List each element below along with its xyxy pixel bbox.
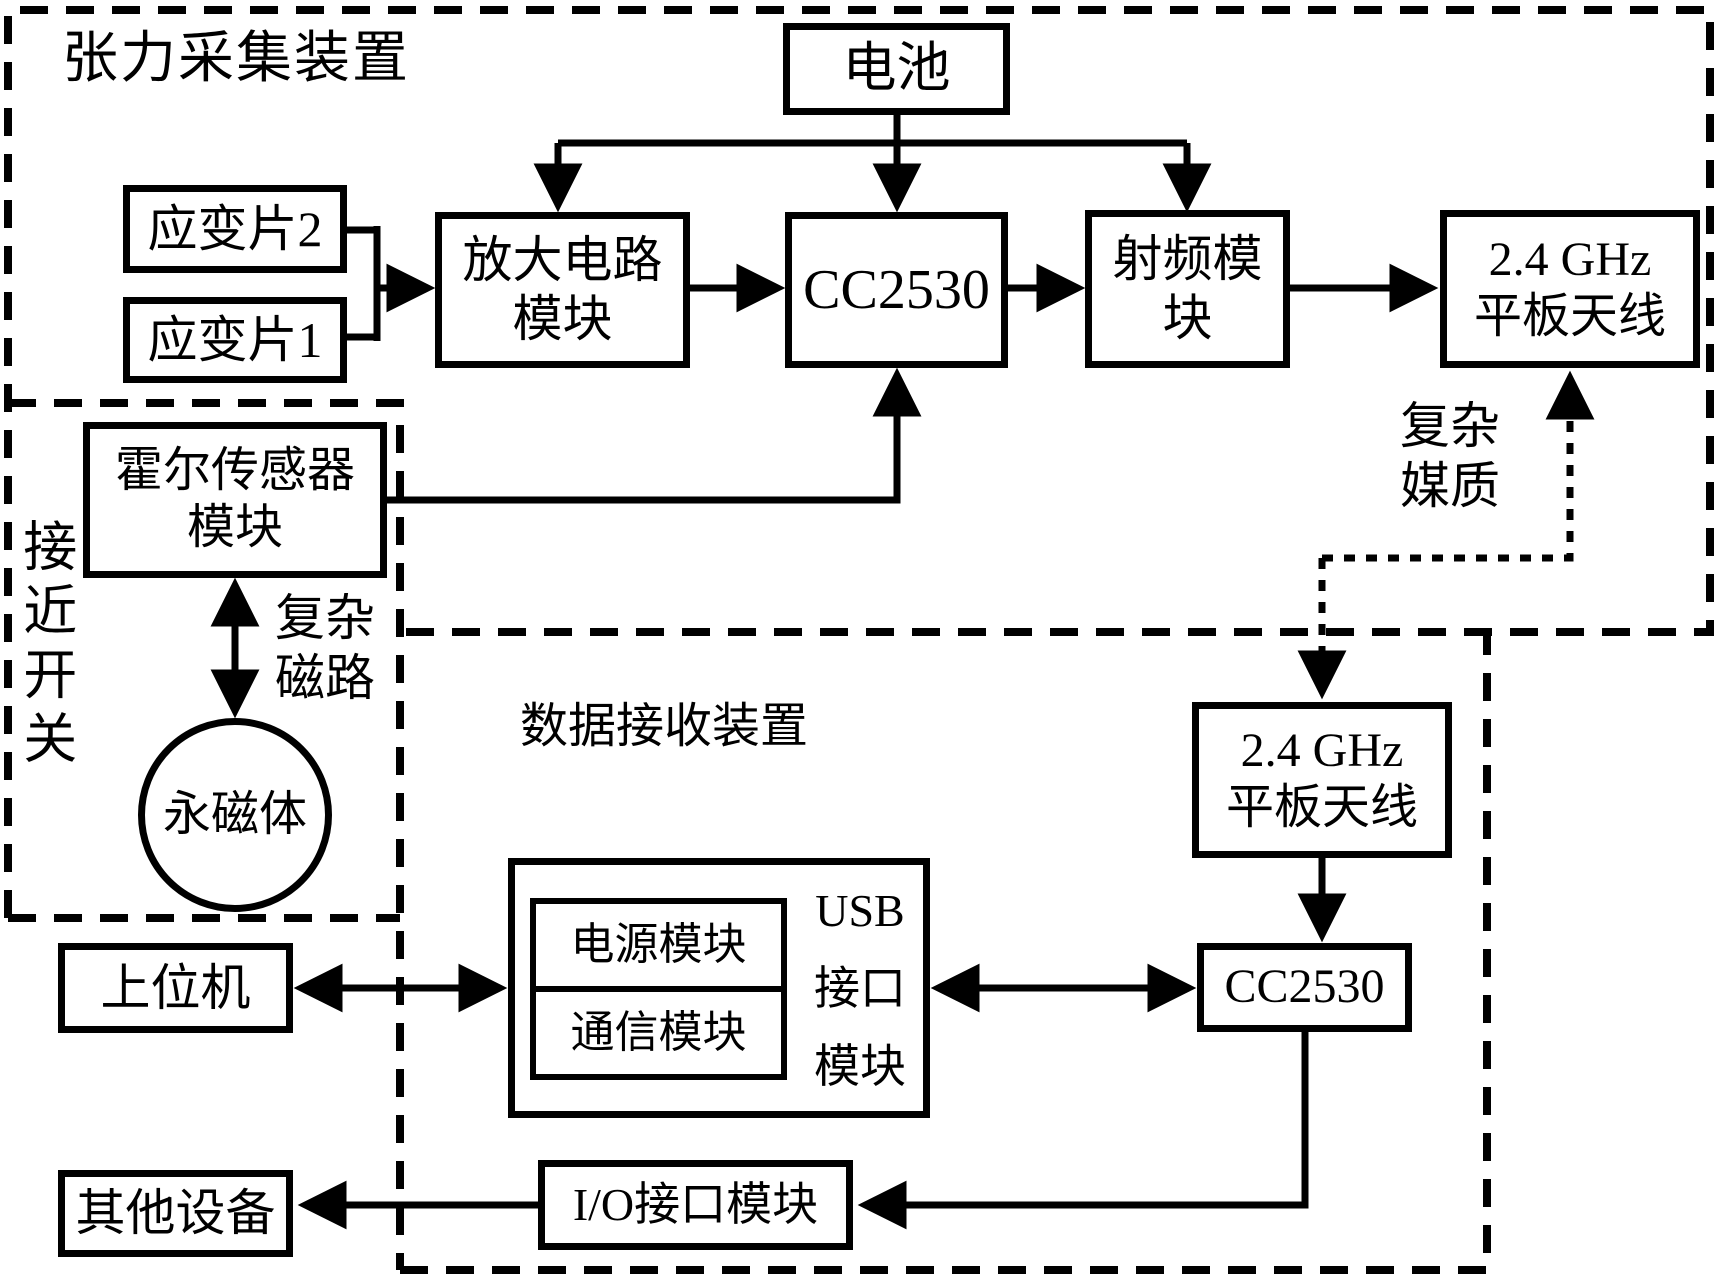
power-module-cell: 电源模块	[536, 904, 781, 992]
proximity-switch-label: 接近开关	[14, 518, 75, 774]
complex-magnetic-line2: 磁路	[275, 650, 375, 706]
strain-gauge-1-node: 应变片1	[123, 297, 347, 383]
rf-module-label: 射频模块	[1112, 231, 1263, 346]
comm-module-label: 通信模块	[570, 1008, 747, 1058]
cc2530-rx-label: CC2530	[1224, 960, 1385, 1014]
acquisition-device-title: 张力采集装置	[62, 28, 410, 90]
other-devices-node: 其他设备	[58, 1170, 293, 1257]
complex-magnetic-line1: 复杂	[275, 590, 375, 646]
usb-label-line3: 模块	[814, 1041, 906, 1093]
strain-gauge-2-node: 应变片2	[123, 185, 347, 273]
tx-antenna-node: 2.4 GHz 平板天线	[1440, 210, 1700, 368]
acquisition-box-outline	[4, 6, 1714, 918]
power-module-label: 电源模块	[570, 920, 747, 970]
permanent-magnet-node: 永磁体	[138, 718, 332, 912]
amplifier-module-node: 放大电路 模块	[435, 212, 690, 368]
battery-node: 电池	[783, 23, 1010, 115]
usb-interface-label: USB 接口 模块	[790, 872, 930, 1107]
host-computer-node: 上位机	[58, 943, 293, 1033]
hall-sensor-node: 霍尔传感器 模块	[83, 422, 387, 578]
hall-to-cc2530-arrow	[387, 367, 922, 504]
permanent-magnet-label: 永磁体	[162, 787, 307, 841]
rx-antenna-label-line1: 2.4 GHz	[1240, 724, 1404, 778]
hall-sensor-label-line2: 模块	[186, 501, 283, 554]
io-interface-label: I/O接口模块	[572, 1178, 819, 1230]
tx-antenna-label-line2: 平板天线	[1473, 290, 1666, 343]
rx-antenna-node: 2.4 GHz 平板天线	[1192, 702, 1452, 858]
power-comm-group: 电源模块 通信模块	[530, 898, 787, 1080]
complex-medium-line2: 媒质	[1400, 458, 1500, 514]
comm-module-cell: 通信模块	[536, 992, 781, 1074]
strain-gauge-2-label: 应变片2	[147, 200, 323, 257]
hall-sensor-label-line1: 霍尔传感器	[114, 444, 355, 498]
cc2530-rx-node: CC2530	[1197, 943, 1412, 1032]
rx-antenna-label-line2: 平板天线	[1225, 781, 1418, 834]
battery-label: 电池	[842, 38, 951, 99]
host-computer-label: 上位机	[100, 959, 251, 1016]
io-interface-module-node: I/O接口模块	[538, 1160, 853, 1250]
receiver-device-title: 数据接收装置	[520, 700, 809, 753]
strain-gauge-1-label: 应变片1	[147, 311, 323, 368]
cc2530-tx-node: CC2530	[785, 212, 1008, 368]
cc2530-to-io-arrow	[857, 1032, 1309, 1230]
complex-medium-label: 复杂 媒质	[1385, 396, 1515, 516]
rf-module-node: 射频模块	[1085, 210, 1290, 368]
cc2530-tx-label: CC2530	[803, 258, 990, 321]
complex-magnetic-circuit-label: 复杂 磁路	[255, 588, 395, 708]
amplifier-label-line2: 模块	[512, 291, 613, 347]
complex-medium-line1: 复杂	[1400, 398, 1500, 454]
usb-label-line2: 接口	[814, 963, 906, 1015]
other-devices-label: 其他设备	[75, 1185, 276, 1241]
tx-antenna-label-line1: 2.4 GHz	[1488, 233, 1652, 287]
usb-label-line1: USB	[815, 885, 905, 936]
amplifier-label-line1: 放大电路	[462, 232, 663, 288]
wireless-path-to-tx-antenna	[1322, 370, 1595, 562]
